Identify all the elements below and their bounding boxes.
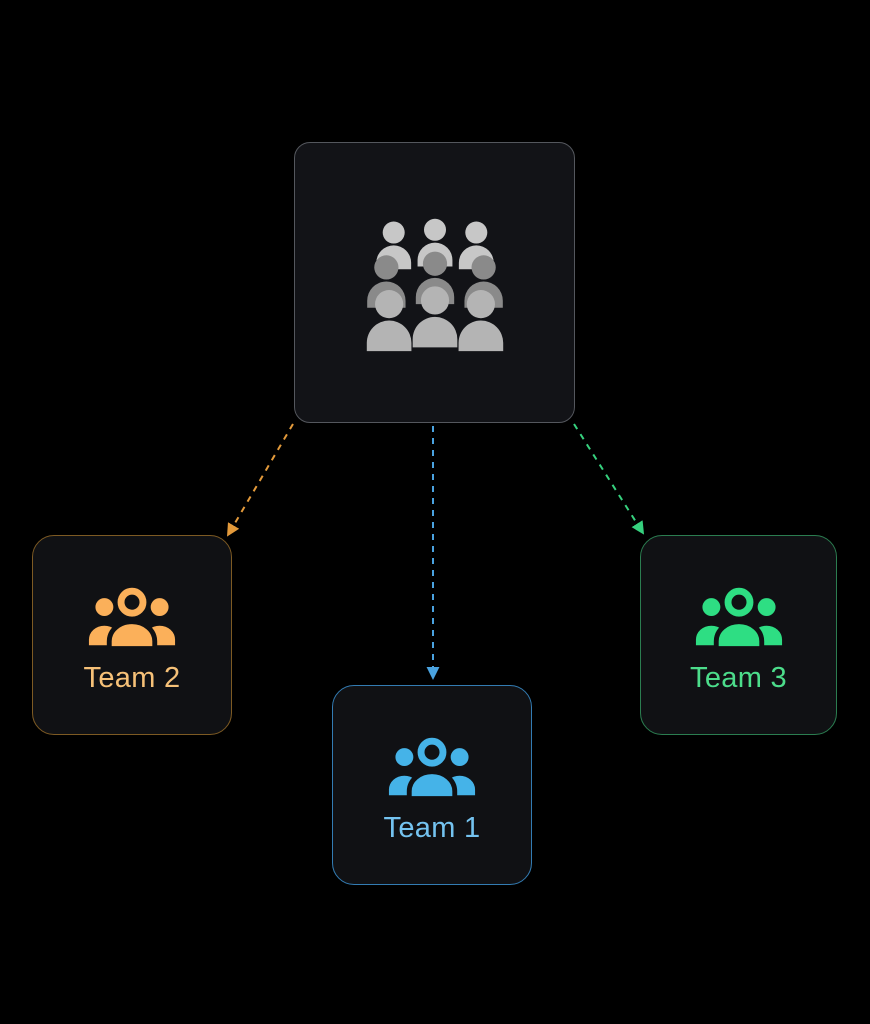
connector-root-team3 <box>573 423 645 535</box>
node-team2[interactable]: Team 2 <box>32 535 232 735</box>
node-team1[interactable]: Team 1 <box>332 685 532 885</box>
crowd-icon <box>366 218 503 351</box>
team-group-icon <box>383 727 481 805</box>
connector-root-team2 <box>227 423 294 537</box>
node-label: Team 1 <box>383 812 481 844</box>
team-group-icon <box>690 577 788 655</box>
node-root-group[interactable] <box>294 142 575 423</box>
node-team3[interactable]: Team 3 <box>640 535 837 735</box>
node-label: Team 2 <box>83 662 181 694</box>
team-group-icon <box>83 577 181 655</box>
node-label: Team 3 <box>690 662 787 694</box>
